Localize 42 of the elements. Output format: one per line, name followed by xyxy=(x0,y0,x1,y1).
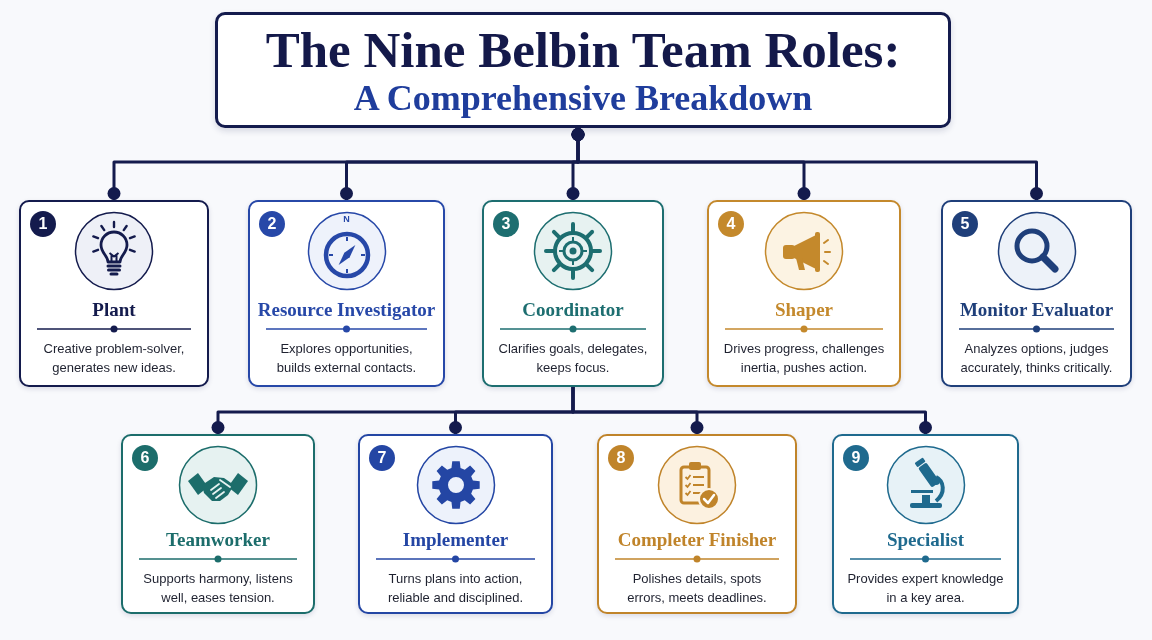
number-badge: 4 xyxy=(718,211,744,237)
role-name: Resource Investigator xyxy=(257,299,436,321)
role-card xyxy=(19,200,209,387)
number-badge: 3 xyxy=(493,211,519,237)
role-description: Explores opportunities, builds external contacts. xyxy=(275,340,418,377)
role-name: Completer Finisher xyxy=(617,529,777,551)
role-card xyxy=(832,434,1019,614)
number-badge: 8 xyxy=(608,445,634,471)
role-description: Polishes details, spots errors, meets deadlines. xyxy=(626,570,768,607)
role-name: Monitor Evaluator xyxy=(959,299,1114,321)
role-description: Drives progress, challenges inertia, pushes action. xyxy=(722,340,886,377)
number-badge: 2 xyxy=(259,211,285,237)
role-name: Teamworker xyxy=(166,529,270,551)
role-description: Supports harmony, listens well, eases tension. xyxy=(142,570,294,607)
compass-north-label: N xyxy=(343,214,350,224)
role-card xyxy=(707,200,901,387)
subtitle-text: A Comprehensive Breakdown xyxy=(353,78,813,118)
role-card xyxy=(597,434,797,614)
number-badge: 6 xyxy=(132,445,158,471)
role-description: Turns plans into action, reliable and disciplined. xyxy=(386,570,525,607)
role-description: Analyzes options, judges accurately, thinks critically. xyxy=(959,340,1114,377)
connector-line xyxy=(571,387,932,434)
role-name: Specialist xyxy=(886,529,965,551)
title-box xyxy=(215,12,951,128)
role-description: Creative problem-solver, generates new ideas. xyxy=(42,340,186,377)
number-badge: 9 xyxy=(843,445,869,471)
number-badge: 7 xyxy=(369,445,395,471)
role-card xyxy=(941,200,1132,387)
role-description: Provides expert knowledge in a key area. xyxy=(846,570,1005,607)
role-card xyxy=(358,434,553,614)
role-description: Clarifies goals, delegates, keeps focus. xyxy=(497,340,649,377)
role-name: Plant xyxy=(92,299,136,321)
title-text: The Nine Belbin Team Roles: xyxy=(265,22,901,78)
role-name: Shaper xyxy=(774,299,834,321)
number-badge: 5 xyxy=(952,211,978,237)
role-card xyxy=(482,200,664,387)
role-card xyxy=(248,200,445,387)
role-name: Coordinator xyxy=(522,299,624,321)
number-badge: 1 xyxy=(30,211,56,237)
connector-line xyxy=(571,128,1043,200)
role-name: Implementer xyxy=(402,529,509,551)
role-card xyxy=(121,434,315,614)
